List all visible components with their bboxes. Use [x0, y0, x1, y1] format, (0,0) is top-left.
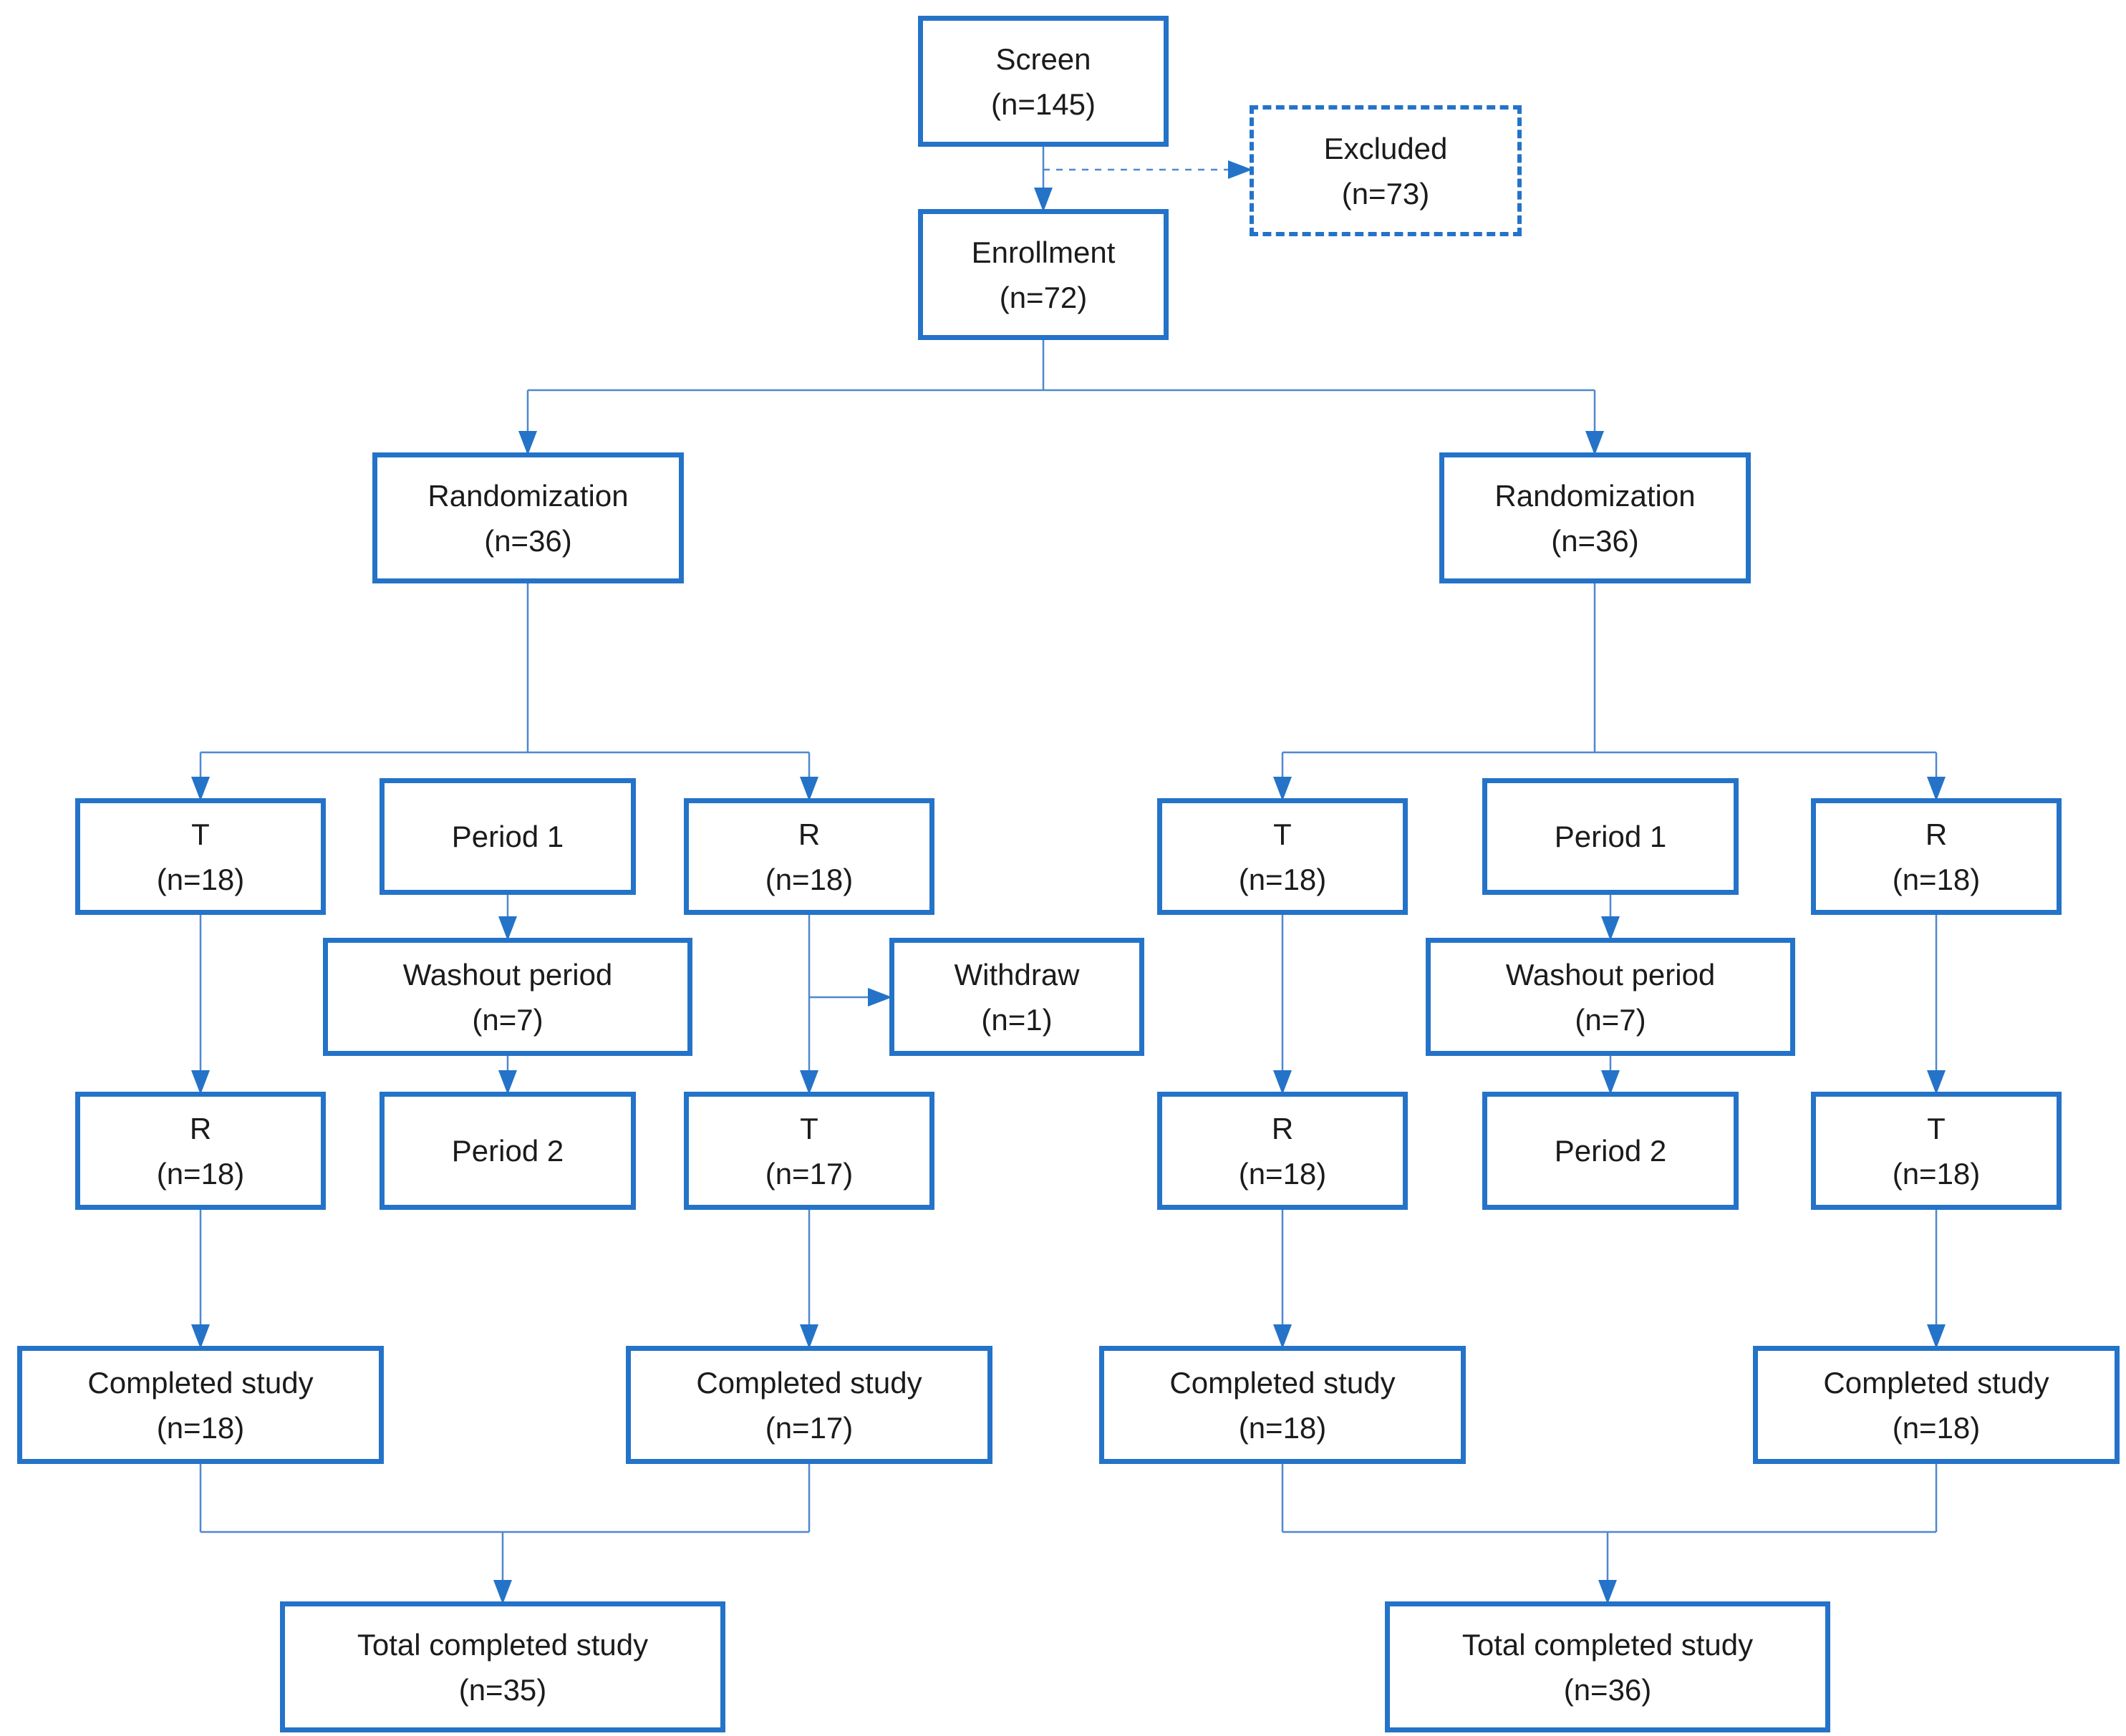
randomization-left-box: Randomization (n=36)	[372, 452, 684, 583]
node-label: Randomization	[1494, 478, 1696, 513]
excluded-box: Excluded (n=73)	[1250, 105, 1522, 236]
node-label: T	[1927, 1111, 1946, 1145]
node-label: R	[1271, 1111, 1294, 1145]
right-total-box: Total completed study (n=36)	[1385, 1601, 1830, 1732]
node-count: (n=18)	[765, 862, 854, 896]
left-washout-box: Washout period (n=7)	[323, 938, 692, 1056]
right-completed-rt-box: Completed study (n=18)	[1753, 1346, 2120, 1464]
node-label: Completed study	[1169, 1365, 1396, 1400]
node-count: (n=1)	[981, 1002, 1053, 1037]
right-r-period1-box: R (n=18)	[1811, 798, 2062, 915]
left-withdraw-box: Withdraw (n=1)	[889, 938, 1144, 1056]
left-t-period2-box: T (n=17)	[684, 1092, 934, 1210]
node-count: (n=17)	[765, 1156, 854, 1191]
node-label: Excluded	[1323, 131, 1448, 165]
node-label: Washout period	[402, 957, 613, 991]
node-count: (n=36)	[1563, 1672, 1652, 1707]
node-label: Total completed study	[357, 1627, 649, 1662]
node-label: Randomization	[427, 478, 629, 513]
node-count: (n=18)	[156, 1156, 245, 1191]
node-label: Washout period	[1505, 957, 1716, 991]
node-label: Period 2	[451, 1134, 564, 1168]
node-label: T	[191, 817, 210, 851]
node-count: (n=18)	[1238, 1156, 1327, 1191]
left-period2-box: Period 2	[380, 1092, 636, 1210]
node-label: R	[1925, 817, 1948, 851]
left-completed-tr-box: Completed study (n=18)	[17, 1346, 384, 1464]
right-r-period2-box: R (n=18)	[1157, 1092, 1408, 1210]
left-t-period1-box: T (n=18)	[75, 798, 326, 915]
node-label: Completed study	[1823, 1365, 2049, 1400]
node-label: Period 2	[1554, 1134, 1667, 1168]
node-count: (n=36)	[1551, 523, 1639, 558]
node-label: T	[1273, 817, 1292, 851]
node-count: (n=18)	[1892, 862, 1981, 896]
node-count: (n=18)	[1892, 1410, 1981, 1445]
right-period2-box: Period 2	[1482, 1092, 1739, 1210]
left-period1-box: Period 1	[380, 778, 636, 895]
node-count: (n=7)	[1575, 1002, 1646, 1037]
node-label: Enrollment	[971, 235, 1116, 269]
right-period1-box: Period 1	[1482, 778, 1739, 895]
node-label: T	[800, 1111, 818, 1145]
enrollment-box: Enrollment (n=72)	[918, 209, 1169, 340]
node-label: Period 1	[451, 820, 564, 853]
node-count: (n=35)	[458, 1672, 547, 1707]
node-label: Screen	[995, 42, 1091, 76]
node-count: (n=36)	[484, 523, 572, 558]
right-completed-tr-box: Completed study (n=18)	[1099, 1346, 1466, 1464]
node-count: (n=18)	[1238, 1410, 1327, 1445]
node-count: (n=145)	[991, 87, 1096, 121]
node-label: Withdraw	[954, 957, 1080, 991]
node-label: Total completed study	[1461, 1627, 1754, 1662]
node-count: (n=17)	[765, 1410, 854, 1445]
left-completed-rt-box: Completed study (n=17)	[626, 1346, 992, 1464]
node-count: (n=72)	[999, 280, 1088, 314]
node-count: (n=18)	[1238, 862, 1327, 896]
node-count: (n=7)	[472, 1002, 543, 1037]
node-label: Completed study	[87, 1365, 314, 1400]
right-t-period1-box: T (n=18)	[1157, 798, 1408, 915]
node-count: (n=73)	[1341, 176, 1430, 210]
right-washout-box: Washout period (n=7)	[1426, 938, 1795, 1056]
left-total-box: Total completed study (n=35)	[280, 1601, 725, 1732]
right-t-period2-box: T (n=18)	[1811, 1092, 2062, 1210]
node-count: (n=18)	[156, 862, 245, 896]
randomization-right-box: Randomization (n=36)	[1439, 452, 1751, 583]
screen-box: Screen (n=145)	[918, 16, 1169, 147]
node-label: R	[189, 1111, 212, 1145]
node-label: R	[798, 817, 821, 851]
left-r-period2-box: R (n=18)	[75, 1092, 326, 1210]
node-count: (n=18)	[156, 1410, 245, 1445]
node-label: Completed study	[696, 1365, 922, 1400]
node-label: Period 1	[1554, 820, 1667, 853]
node-count: (n=18)	[1892, 1156, 1981, 1191]
left-r-period1-box: R (n=18)	[684, 798, 934, 915]
